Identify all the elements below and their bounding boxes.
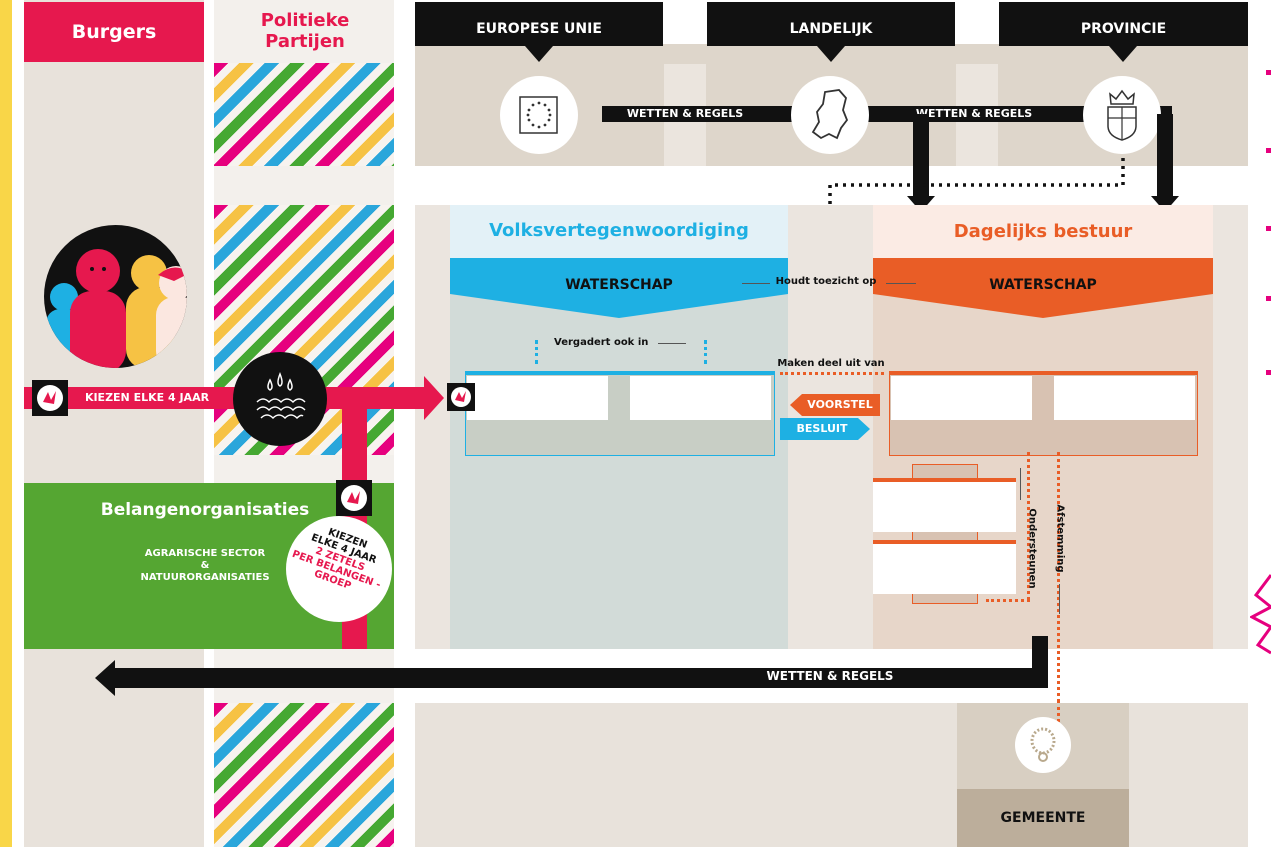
right-edge-star xyxy=(1250,574,1271,655)
left-edge-bar xyxy=(0,0,12,847)
wetten-label-1: WETTEN & REGELS xyxy=(626,107,744,120)
arrow-down-shaft-2 xyxy=(1157,114,1173,198)
belangen-line3: NATUURORGANISATIES xyxy=(140,572,270,583)
vergadert-dots-left xyxy=(535,340,550,364)
bestuur-meeting-box-1 xyxy=(891,376,1032,420)
arrow-down-shaft-1 xyxy=(913,114,929,198)
bestuur-header-shape xyxy=(873,258,1213,318)
gemeente-header: GEMEENTE xyxy=(957,789,1129,847)
bestuur-header-label: WATERSCHAP xyxy=(989,277,1097,293)
belangen-badge xyxy=(286,516,392,622)
bestuur-meeting-box-2 xyxy=(1054,376,1195,420)
gemeente-label: GEMEENTE xyxy=(1000,810,1086,826)
kiezen-label: KIEZEN ELKE 4 JAAR xyxy=(84,391,210,404)
toezicht-label: Houdt toezicht op xyxy=(775,276,877,287)
burgers-header: Burgers xyxy=(24,2,204,62)
afstemming-arrow-line xyxy=(1059,584,1060,614)
wetten-bottom-head xyxy=(95,660,115,696)
voorstel-arrow[interactable] xyxy=(790,394,882,416)
party-stripes-3 xyxy=(214,703,394,847)
volks-header-shape xyxy=(450,258,788,318)
ballot-icon-1 xyxy=(32,380,68,416)
arrow-down-head-1 xyxy=(907,196,935,212)
ambtsketen-icon xyxy=(1015,717,1071,773)
support-box-1 xyxy=(873,478,1016,532)
besluit-arrow[interactable] xyxy=(780,418,872,440)
bestuur-meeting-topline xyxy=(889,371,1198,375)
volks-meeting-box-1 xyxy=(467,376,608,420)
wetten-bottom-shaft xyxy=(110,668,1048,688)
right-edge-strip xyxy=(1258,0,1271,847)
afstemming-label: Afstemming xyxy=(1054,504,1066,573)
vergadert-label: Vergadert ook in xyxy=(554,337,649,348)
volks-meeting-topline xyxy=(465,371,775,375)
ondersteunen-label: Ondersteunen xyxy=(1026,508,1038,589)
maken-deel-dots xyxy=(780,372,884,375)
vergadert-arrow-line xyxy=(658,343,686,344)
netherlands-map-icon xyxy=(791,76,869,154)
ballot-icon-3-front xyxy=(336,480,372,516)
belangen-line1: AGRARISCHE SECTOR xyxy=(144,548,266,559)
afstemming-dotted xyxy=(1057,452,1060,720)
provincie-crest-icon xyxy=(1083,76,1161,154)
ondersteunen-dotted-h xyxy=(986,599,1030,602)
belangen-title: Belangenorganisaties xyxy=(100,500,310,520)
right-edge-mark-3 xyxy=(1266,226,1271,231)
ballot-icon-2 xyxy=(447,383,475,411)
party-stripes-1 xyxy=(214,63,394,166)
volks-header-label: WATERSCHAP xyxy=(565,277,673,293)
right-edge-mark-1 xyxy=(1266,70,1271,75)
volks-title-box xyxy=(450,205,788,258)
toezicht-line-left xyxy=(742,283,770,284)
ondersteunen-dotted xyxy=(1027,452,1030,600)
eu-icon xyxy=(500,76,578,154)
vergadert-dots-right xyxy=(698,340,707,364)
volks-meeting-box-2 xyxy=(630,376,771,420)
voorstel-label[interactable]: VOORSTEL xyxy=(807,398,873,411)
arrow-down-head-2 xyxy=(1151,196,1179,212)
wetten-label-2: WETTEN & REGELS xyxy=(915,107,1033,120)
afstemming-dotted-bottom xyxy=(1057,700,1060,722)
level-land-label: LANDELIJK xyxy=(789,21,873,37)
level-prov-label: PROVINCIE xyxy=(1080,21,1167,37)
volks-title: Volksvertegenwoordiging xyxy=(489,220,749,241)
ondersteunen-arrow-line xyxy=(1020,468,1021,500)
burgers-title: Burgers xyxy=(71,21,157,43)
partijen-header: Politieke Partijen xyxy=(240,10,370,52)
bestuur-title-box xyxy=(873,205,1213,258)
burgers-column xyxy=(24,0,204,847)
wetten-bottom-label: WETTEN & REGELS xyxy=(766,669,894,683)
belangen-line2: & xyxy=(200,560,210,571)
right-edge-mark-2 xyxy=(1266,148,1271,153)
level-tabs xyxy=(415,2,1248,62)
wetten-bar-top xyxy=(602,106,1172,122)
besluit-label[interactable]: BESLUIT xyxy=(796,422,848,435)
right-edge-mark-5 xyxy=(1266,370,1271,375)
level-eu-label: EUROPESE UNIE xyxy=(476,21,602,37)
maken-deel-label: Maken deel uit van xyxy=(777,358,885,369)
kiezen-arrow-head xyxy=(424,376,444,420)
partijen-title: Politieke Partijen xyxy=(260,10,350,52)
citizens-illustration xyxy=(44,225,187,368)
waterschap-drops-icon xyxy=(233,352,327,446)
support-box-2 xyxy=(873,540,1016,594)
right-edge-mark-4 xyxy=(1266,296,1271,301)
toezicht-line-right xyxy=(886,283,916,284)
bestuur-title: Dagelijks bestuur xyxy=(953,221,1133,242)
